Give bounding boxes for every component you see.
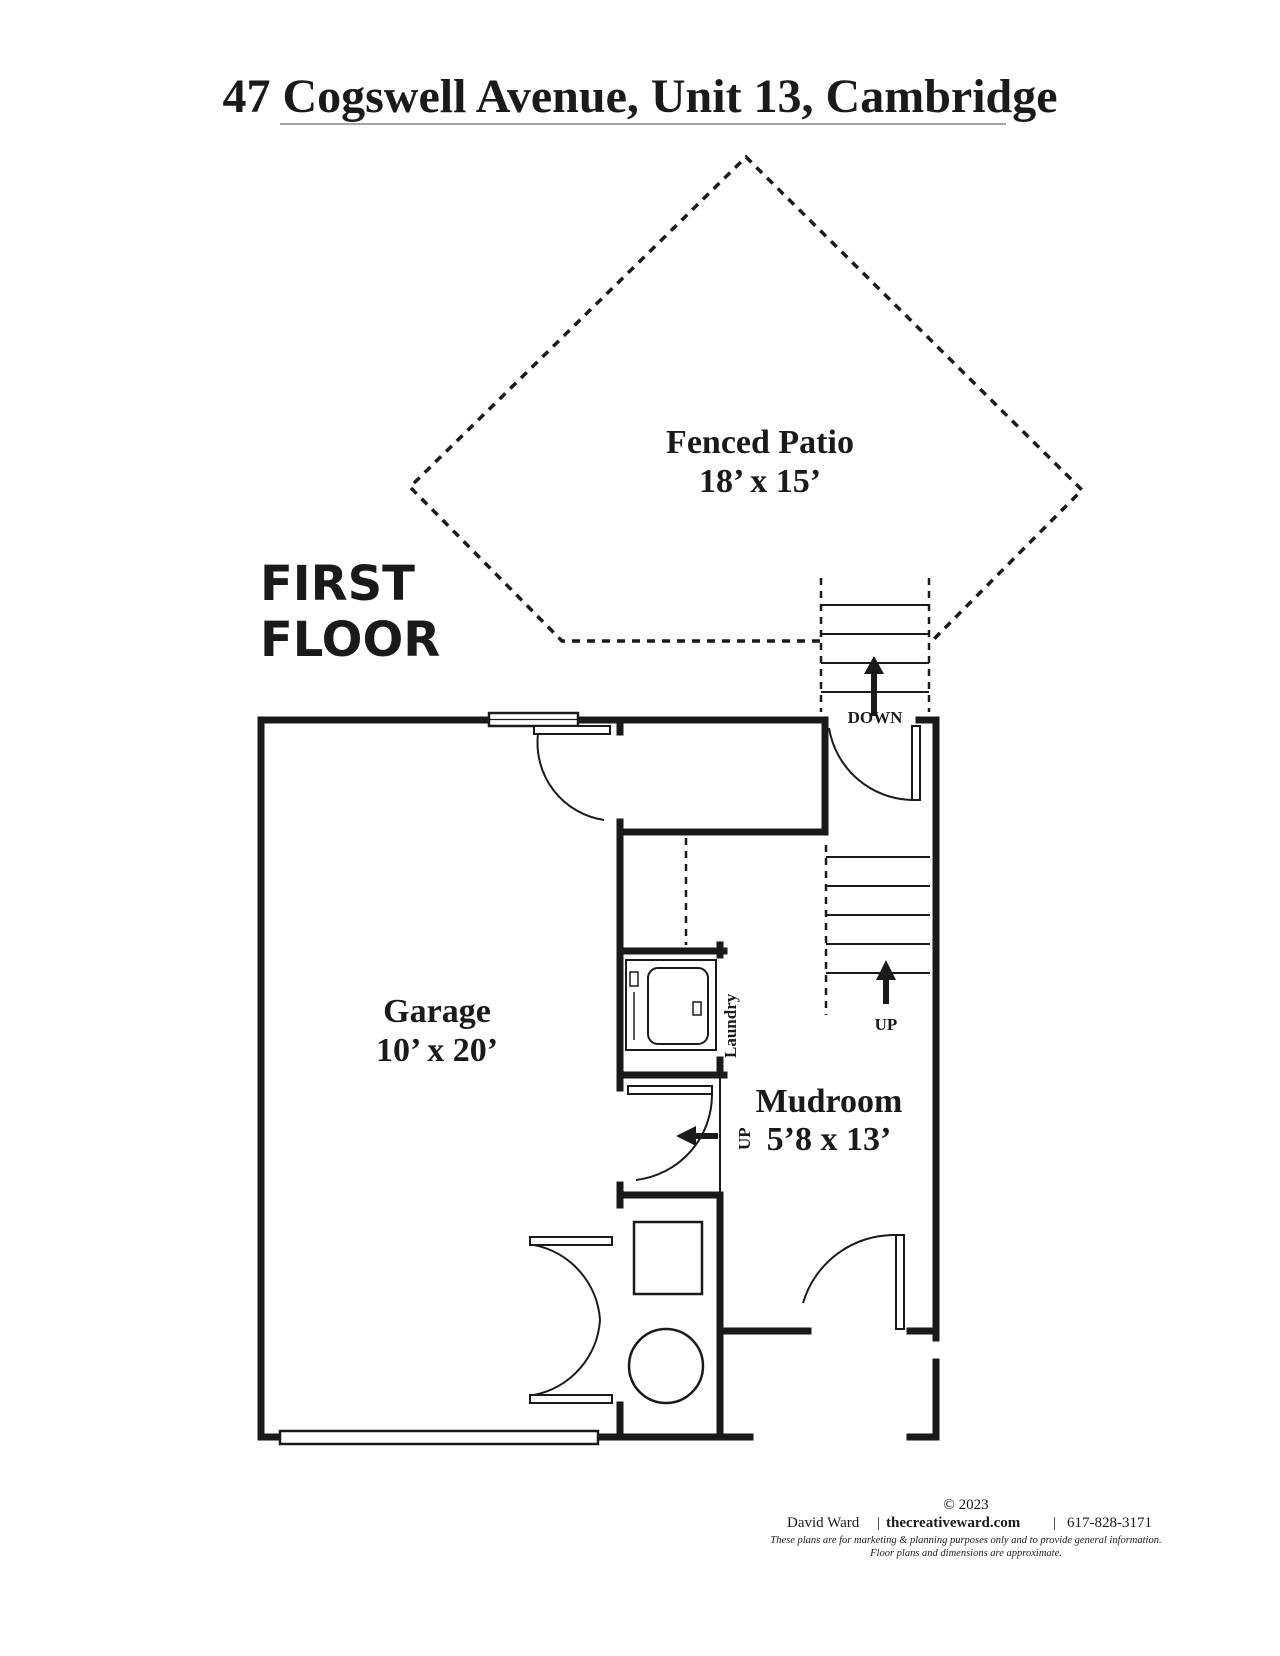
footer-copyright: © 2023 (943, 1497, 988, 1513)
footer-disclaimer-1: These plans are for marketing & planning… (770, 1535, 1161, 1546)
mudroom-name: Mudroom (756, 1083, 903, 1120)
footer-author: David Ward (787, 1515, 860, 1531)
garage-name: Garage (383, 993, 491, 1030)
footer-disclaimer-2: Floor plans and dimensions are approxima… (869, 1548, 1062, 1559)
floor-label-line1: FIRST (260, 556, 415, 612)
patio-dims: 18’ x 15’ (699, 463, 821, 500)
washer-dryer (625, 959, 717, 1051)
footer-sep-1: | (877, 1515, 880, 1531)
footer-website[interactable]: thecreativeward.com (886, 1515, 1021, 1531)
patio-name: Fenced Patio (666, 424, 854, 461)
exterior-stairs (819, 578, 931, 716)
laundry-label: Laundry (721, 993, 740, 1058)
patio-fence (407, 154, 1085, 643)
footer-phone: 617-828-3171 (1067, 1515, 1152, 1531)
front-hall-door (802, 1233, 905, 1330)
mudroom-exterior-door (828, 725, 921, 801)
garage-mudroom-door (627, 1085, 718, 1181)
footer-sep-2: | (1053, 1515, 1056, 1531)
floor-label-line2: FLOOR (260, 612, 440, 668)
mudroom-dims: 5’8 x 13’ (767, 1121, 892, 1158)
stairs-up-label: UP (875, 1015, 898, 1034)
garage-overhead-door (278, 1429, 600, 1446)
water-heater (627, 1327, 705, 1405)
interior-walls (616, 716, 940, 1441)
interior-stairs (824, 845, 930, 1015)
garage-storage-door (533, 725, 611, 821)
footer-credits: David Ward | thecreativeward.com | 617-8… (787, 1515, 1152, 1531)
utility-double-doors (529, 1236, 613, 1404)
stairs-down-label: DOWN (848, 708, 904, 727)
utility-fixture-square (632, 1220, 704, 1296)
property-title: 47 Cogswell Avenue, Unit 13, Cambridge (222, 70, 1057, 123)
garage-step-up-label: UP (735, 1127, 754, 1150)
garage-dims: 10’ x 20’ (376, 1032, 498, 1069)
